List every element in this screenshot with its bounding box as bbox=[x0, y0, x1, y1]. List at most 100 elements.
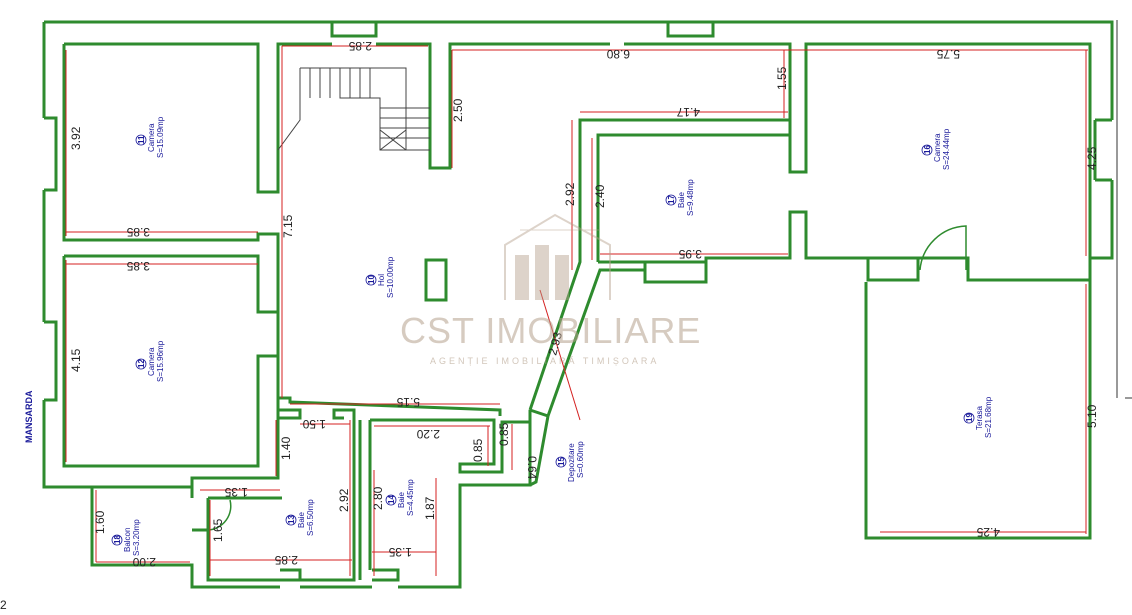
dimension-label: 2.80 bbox=[371, 486, 385, 510]
svg-text:S=21.68mp: S=21.68mp bbox=[984, 396, 993, 438]
dimension-label: 3.85 bbox=[126, 225, 150, 239]
window bbox=[866, 256, 920, 282]
svg-text:Terasa: Terasa bbox=[975, 405, 984, 430]
window bbox=[643, 260, 708, 284]
svg-text:S=3.20mp: S=3.20mp bbox=[132, 519, 141, 556]
dimension-label: 1.55 bbox=[775, 66, 789, 90]
interior-wall bbox=[62, 44, 502, 416]
chimney bbox=[424, 258, 448, 302]
svg-text:S=4.45mp: S=4.45mp bbox=[406, 479, 415, 516]
dimension-label: 1.87 bbox=[423, 496, 437, 520]
svg-text:S=24.44mp: S=24.44mp bbox=[942, 128, 951, 170]
svg-text:10: 10 bbox=[367, 275, 376, 284]
page-mark: 2 bbox=[0, 598, 7, 612]
dimension-label: 2.85 bbox=[274, 553, 298, 567]
svg-text:15: 15 bbox=[557, 457, 566, 466]
walls bbox=[42, 20, 1114, 589]
dimension-label: 0.64 bbox=[525, 456, 539, 480]
svg-text:S=10.00mp: S=10.00mp bbox=[386, 256, 395, 298]
svg-text:S=15.09mp: S=15.09mp bbox=[156, 116, 165, 158]
svg-text:S=6.50mp: S=6.50mp bbox=[306, 499, 315, 536]
svg-text:Hol: Hol bbox=[377, 274, 386, 286]
interior-wall bbox=[92, 485, 282, 532]
room-label: 16 Camera S=24.44mp bbox=[921, 128, 951, 170]
room-label: 13 Baie S=6.50mp bbox=[285, 499, 315, 536]
room-labels: 11 Camera S=15.09mp 12 Camera S=15.96mp … bbox=[111, 116, 993, 556]
dimension-label: 7.15 bbox=[281, 214, 295, 238]
dimension-label: 2.85 bbox=[348, 39, 372, 53]
svg-text:17: 17 bbox=[667, 195, 676, 204]
svg-text:Depozitare: Depozitare bbox=[567, 443, 576, 482]
svg-text:Camera: Camera bbox=[147, 123, 156, 152]
svg-text:Baie: Baie bbox=[397, 491, 406, 508]
window bbox=[330, 20, 378, 38]
svg-text:13: 13 bbox=[287, 515, 296, 524]
interior-wall bbox=[528, 42, 1092, 487]
dimension-lines bbox=[65, 45, 1088, 576]
svg-text:Baie: Baie bbox=[297, 511, 306, 528]
dimension-label: 2.50 bbox=[451, 98, 465, 122]
dimension-label: 1.50 bbox=[302, 417, 326, 431]
interior-wall bbox=[64, 42, 792, 194]
room-label: 17 Baie S=9.48mp bbox=[665, 179, 695, 216]
window bbox=[666, 20, 715, 38]
dimension-label: 2.92 bbox=[337, 488, 351, 512]
dimension-label: 2.20 bbox=[416, 427, 440, 441]
dimension-label: 0.85 bbox=[497, 422, 511, 446]
svg-text:S=9.48mp: S=9.48mp bbox=[686, 179, 695, 216]
dimension-labels: 3.92 3.85 3.85 4.15 2.85 2.50 6.80 1.55 … bbox=[69, 39, 1099, 569]
dimension-label: 4.17 bbox=[676, 105, 700, 119]
dimension-label: 2.00 bbox=[132, 555, 156, 569]
room-label: 14 Baie S=4.45mp bbox=[385, 479, 415, 516]
svg-text:11: 11 bbox=[137, 135, 146, 144]
window bbox=[44, 116, 58, 402]
watermark-logo bbox=[504, 213, 611, 300]
room-label: 18 Balcon S=3.20mp bbox=[111, 519, 141, 556]
door-swing bbox=[207, 499, 232, 531]
outer-wall bbox=[44, 20, 1114, 540]
room-label: 11 Camera S=15.09mp bbox=[135, 116, 165, 158]
dimension-label: 5.10 bbox=[1085, 404, 1099, 428]
dimension-label: 5.75 bbox=[936, 47, 960, 61]
dimension-label: 3.85 bbox=[126, 259, 150, 273]
door-swing bbox=[919, 225, 967, 271]
interior-wall bbox=[62, 254, 280, 468]
svg-text:Camera: Camera bbox=[147, 347, 156, 376]
svg-text:16: 16 bbox=[923, 145, 932, 154]
room-label: 19 Terasa S=21.68mp bbox=[963, 396, 993, 438]
dimension-label: 0.85 bbox=[471, 438, 485, 462]
svg-text:Baie: Baie bbox=[677, 191, 686, 208]
dimension-label: 2.92 bbox=[563, 182, 577, 206]
dimension-label: 2.93 bbox=[545, 330, 565, 356]
interior-wall bbox=[598, 210, 1090, 284]
svg-text:12: 12 bbox=[137, 359, 146, 368]
svg-text:18: 18 bbox=[113, 535, 122, 544]
floor-label: MANSARDA bbox=[24, 390, 34, 444]
dimension-label: 1.35 bbox=[388, 545, 412, 559]
svg-text:Camera: Camera bbox=[933, 133, 942, 162]
svg-text:Balcon: Balcon bbox=[123, 528, 132, 552]
svg-text:S=0.60mp: S=0.60mp bbox=[576, 441, 585, 478]
svg-text:S=15.96mp: S=15.96mp bbox=[156, 340, 165, 382]
dimension-label: 2.40 bbox=[593, 184, 607, 208]
dimension-label: 3.95 bbox=[678, 247, 702, 261]
interior-wall bbox=[358, 418, 530, 580]
svg-text:14: 14 bbox=[387, 495, 396, 504]
dimension-label: 3.92 bbox=[69, 126, 83, 150]
dimension-label: 6.80 bbox=[606, 47, 630, 61]
interior-wall bbox=[190, 408, 356, 582]
room-label: 10 Hol S=10.00mp bbox=[365, 256, 395, 298]
dimension-label: 1.40 bbox=[279, 436, 293, 460]
dimension-label: 4.25 bbox=[1085, 146, 1099, 170]
room-label: 12 Camera S=15.96mp bbox=[135, 340, 165, 382]
dimension-label: 1.35 bbox=[224, 485, 248, 499]
room-label: 15 Depozitare S=0.60mp bbox=[555, 441, 585, 482]
staircase bbox=[277, 67, 430, 151]
svg-text:19: 19 bbox=[965, 413, 974, 422]
outer-wall bbox=[42, 22, 532, 589]
dimension-label: 1.60 bbox=[93, 510, 107, 534]
dimension-label: 5.15 bbox=[396, 395, 420, 409]
dimension-label: 4.15 bbox=[69, 348, 83, 372]
dimension-label: 1.65 bbox=[211, 518, 225, 542]
